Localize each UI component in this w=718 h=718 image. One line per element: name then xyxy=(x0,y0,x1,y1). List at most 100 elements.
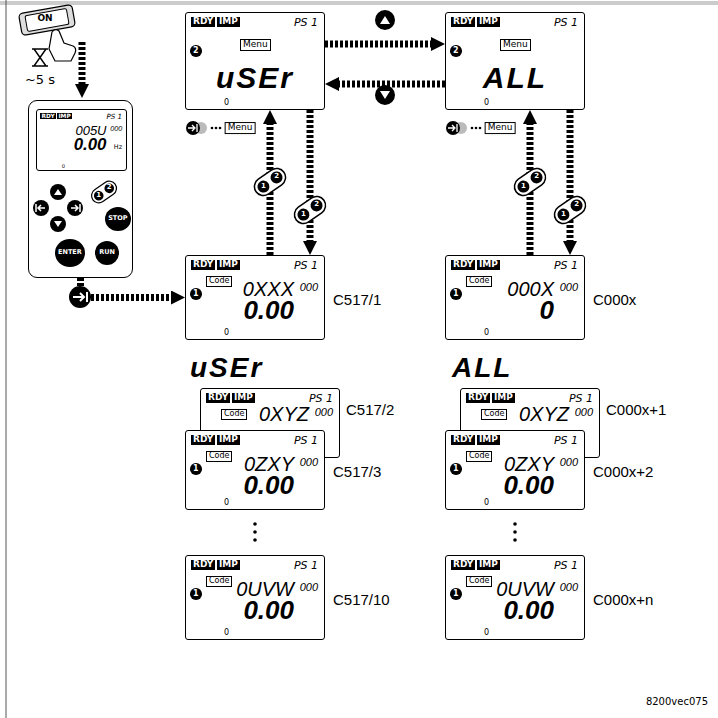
display-code: Code xyxy=(466,451,492,462)
key-digit: 1 xyxy=(261,183,266,191)
code-number: C000x+n xyxy=(593,592,653,609)
display-sup: 000 xyxy=(300,281,318,293)
display-imp: IMP xyxy=(217,435,240,445)
display-code: Code xyxy=(466,576,492,587)
key-digit: 2 xyxy=(107,184,112,192)
display-ps: PS 1 xyxy=(294,435,318,447)
display-digb: 0XYZ xyxy=(259,403,309,425)
key-digit: 1 xyxy=(521,183,526,191)
display-imp: IMP xyxy=(477,435,500,445)
up-down-keys xyxy=(375,10,395,105)
display-circ: 1 xyxy=(450,588,462,600)
figure-caption: 8200vec075 xyxy=(646,696,708,707)
key-button: ENTER xyxy=(55,239,85,267)
display-code: Code xyxy=(221,409,247,420)
hand xyxy=(49,30,76,61)
power-arrow xyxy=(79,42,86,84)
display-zero: 0 xyxy=(484,329,489,338)
display-imp: IMP xyxy=(477,260,500,270)
display-main: 0.00 xyxy=(74,136,107,155)
key-digit: 2 xyxy=(574,202,579,210)
display-zero: 0 xyxy=(62,164,65,170)
display-rdy: RDY xyxy=(191,560,215,570)
side-rule xyxy=(6,0,7,718)
display-sup: 000 xyxy=(110,126,122,134)
display-sup: 000 xyxy=(560,281,578,293)
display-zero: 0 xyxy=(484,499,489,508)
display-sup: 000 xyxy=(560,581,578,593)
display-ps: PS 1 xyxy=(294,560,318,572)
display-circ: 1 xyxy=(190,588,202,600)
display-rdy: RDY xyxy=(466,393,490,403)
display-circ: 2 xyxy=(190,45,202,57)
display-ps: PS 1 xyxy=(554,260,578,272)
code-number: C517/10 xyxy=(333,592,390,609)
display-rdy: RDY xyxy=(451,560,475,570)
display-main: 0.00 xyxy=(243,596,294,625)
display-rdy: RDY xyxy=(191,17,215,27)
code-number: C517/1 xyxy=(333,292,381,309)
display-imp: IMP xyxy=(477,560,500,570)
code-display: RDYIMPPS 11Code0ZXY0000.000 xyxy=(445,430,585,510)
display-zero: 0 xyxy=(224,629,229,638)
display-imp: IMP xyxy=(217,17,240,27)
display-menu: Menu xyxy=(500,39,531,51)
display-rdy: RDY xyxy=(206,393,230,403)
display-rdy: RDY xyxy=(451,17,475,27)
keypad-display: RDYIMPPS 1005U0000.00Hz0 xyxy=(36,109,127,171)
hourglass xyxy=(32,49,48,66)
key-digit: 1 xyxy=(96,192,101,200)
display-big: uSEr xyxy=(216,61,294,94)
display-rdy: RDY xyxy=(191,260,215,270)
code-number: C517/3 xyxy=(333,464,381,481)
display-rdy: RDY xyxy=(451,260,475,270)
display-ps: PS 1 xyxy=(309,393,333,405)
display-zero: 0 xyxy=(484,99,489,108)
display-circ: 1 xyxy=(190,463,202,475)
display-menu: Menu xyxy=(240,39,271,51)
display-zero: 0 xyxy=(484,629,489,638)
display-ps: PS 1 xyxy=(294,17,318,29)
display-circ: 1 xyxy=(450,288,462,300)
menu-display: RDYIMP PS 1 2 Menu uSEr 0 xyxy=(185,12,325,110)
key-digit: 2 xyxy=(274,174,279,182)
display-rdy: RDY xyxy=(191,435,215,445)
display-imp: IMP xyxy=(232,393,255,403)
display-ps: PS 1 xyxy=(106,113,122,121)
display-sup: 000 xyxy=(300,581,318,593)
flow-arrow xyxy=(81,278,172,298)
display-ps: PS 1 xyxy=(554,560,578,572)
display-code: Code xyxy=(206,451,232,462)
display-big: ALL xyxy=(483,61,547,94)
display-supb: 000 xyxy=(575,406,593,418)
function-key-icon xyxy=(69,286,91,308)
menu-name: ALL xyxy=(452,353,512,384)
key-digit: 2 xyxy=(314,202,319,210)
display-btn: ENTER xyxy=(58,249,82,256)
display-imp: IMP xyxy=(492,393,515,403)
display-imp: IMP xyxy=(57,113,72,119)
display-circ: 2 xyxy=(450,45,462,57)
display-circ: 1 xyxy=(190,288,202,300)
top-rule xyxy=(0,1,718,5)
display-main: 0.00 xyxy=(243,471,294,500)
display-btn: STOP xyxy=(108,215,127,222)
shift-keys xyxy=(251,165,589,227)
display-btn: RUN xyxy=(99,249,115,256)
code-display: RDYIMPPS 11Code0UVW0000.000 xyxy=(185,555,325,640)
display-rdy: RDY xyxy=(40,113,56,119)
display-main: 0 xyxy=(540,296,554,325)
keypad: RDYIMPPS 1005U0000.00Hz0STOPENTERRUN xyxy=(28,100,133,278)
display-zero: 0 xyxy=(224,329,229,338)
key-button: RUN xyxy=(95,241,119,265)
display-code: Code xyxy=(206,576,232,587)
display-zero: 0 xyxy=(224,99,229,108)
display-zero: 0 xyxy=(224,499,229,508)
menu-name: uSEr xyxy=(190,353,263,384)
display-imp: IMP xyxy=(217,260,240,270)
code-number: C000x xyxy=(593,292,636,309)
display-main: 0.00 xyxy=(503,471,554,500)
flow-arrow xyxy=(325,41,431,48)
display-imp: IMP xyxy=(217,560,240,570)
